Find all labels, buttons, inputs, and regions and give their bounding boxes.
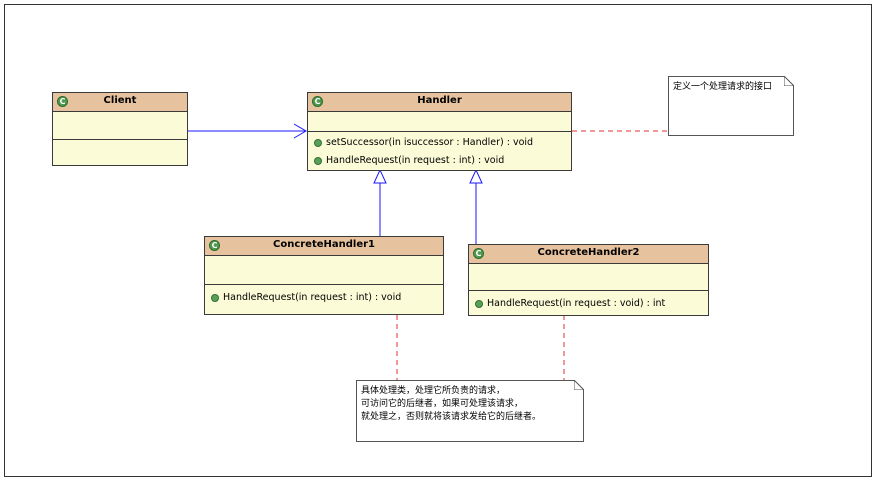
class-header: C ConcreteHandler2 [469,245,708,264]
operation[interactable]: setSuccessor(in isuccessor : Handler) : … [308,134,571,152]
generalization-triangle-2 [469,168,483,184]
public-operation-icon [475,300,483,308]
note-text: 定义一个处理请求的接口 [673,82,773,92]
class-header: C Handler [308,93,571,112]
operations-compartment: HandleRequest(in request : int) : void [205,285,443,307]
operation[interactable]: HandleRequest(in request : int) : void [205,289,443,307]
class-icon: C [473,248,484,259]
operations-compartment: HandleRequest(in request : void) : int [469,291,708,313]
class-name: ConcreteHandler1 [272,239,376,250]
public-operation-icon [314,157,322,165]
operations-compartment: setSuccessor(in isuccessor : Handler) : … [308,132,571,170]
operation-signature: HandleRequest(in request : int) : void [326,155,505,166]
operation[interactable]: HandleRequest(in request : int) : void [308,152,571,170]
operation-signature: setSuccessor(in isuccessor : Handler) : … [326,137,534,148]
class-name: ConcreteHandler2 [537,247,640,258]
class-handler[interactable]: C Handler setSuccessor(in isuccessor : H… [307,92,572,171]
note-fold-icon [574,380,584,390]
note-line: 可访问它的后继者，如果可处理该请求， [361,399,524,409]
association-arrowhead [293,123,307,139]
class-icon: C [209,240,220,251]
operation-signature: HandleRequest(in request : void) : int [487,298,666,309]
note-concrete-handlers[interactable]: 具体处理类，处理它所负责的请求， 可访问它的后继者，如果可处理该请求， 就处理之… [356,380,584,442]
note-fold-icon [784,76,794,86]
attributes-compartment [205,256,443,285]
class-name: Handler [417,95,462,106]
class-header: C ConcreteHandler1 [205,237,443,256]
class-header: C Client [53,93,187,112]
attributes-compartment [53,112,187,140]
class-icon: C [312,96,323,107]
note-line: 就处理之，否则就将该请求发给它的后继者。 [361,412,542,422]
public-operation-icon [211,294,219,302]
class-concrete-handler-1[interactable]: C ConcreteHandler1 HandleRequest(in requ… [204,236,444,315]
attributes-compartment [308,112,571,132]
attributes-compartment [469,264,708,291]
public-operation-icon [314,139,322,147]
note-handler[interactable]: 定义一个处理请求的接口 [668,76,794,136]
class-icon: C [57,96,68,107]
class-name: Client [103,95,137,106]
class-concrete-handler-2[interactable]: C ConcreteHandler2 HandleRequest(in requ… [468,244,709,316]
class-client[interactable]: C Client [52,92,188,166]
note-line: 具体处理类，处理它所负责的请求， [361,386,506,396]
operation[interactable]: HandleRequest(in request : void) : int [469,295,708,313]
operation-signature: HandleRequest(in request : int) : void [223,292,402,303]
generalization-triangle-1 [373,168,387,184]
